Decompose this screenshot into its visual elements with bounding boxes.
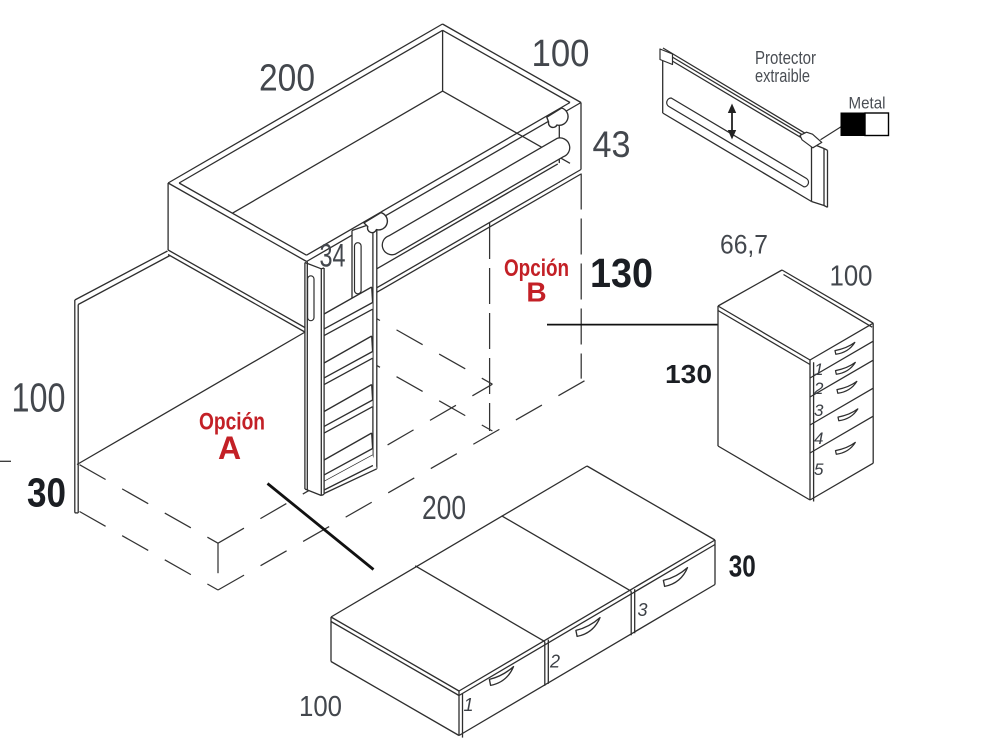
svg-text:130: 130 [590, 250, 653, 296]
svg-text:3: 3 [814, 401, 824, 420]
svg-text:130: 130 [665, 359, 712, 389]
svg-text:1: 1 [814, 360, 823, 379]
svg-text:5: 5 [814, 460, 824, 479]
svg-text:2: 2 [549, 652, 560, 672]
svg-text:34: 34 [320, 238, 346, 274]
svg-text:100: 100 [12, 375, 66, 421]
svg-text:100: 100 [299, 691, 342, 723]
svg-text:B: B [526, 277, 546, 308]
svg-text:100: 100 [532, 33, 590, 75]
svg-text:Metal: Metal [849, 94, 886, 113]
svg-text:100: 100 [830, 261, 873, 293]
svg-text:4: 4 [814, 429, 823, 448]
svg-text:30: 30 [729, 549, 756, 584]
svg-text:extraible: extraible [755, 65, 810, 86]
svg-text:A: A [218, 430, 241, 466]
svg-text:3: 3 [638, 600, 648, 620]
svg-text:30: 30 [27, 470, 66, 516]
svg-text:1: 1 [464, 695, 474, 715]
svg-text:43: 43 [593, 123, 631, 165]
svg-text:200: 200 [259, 58, 315, 100]
svg-text:66,7: 66,7 [720, 230, 768, 260]
svg-text:200: 200 [422, 489, 466, 526]
svg-text:2: 2 [813, 379, 824, 398]
